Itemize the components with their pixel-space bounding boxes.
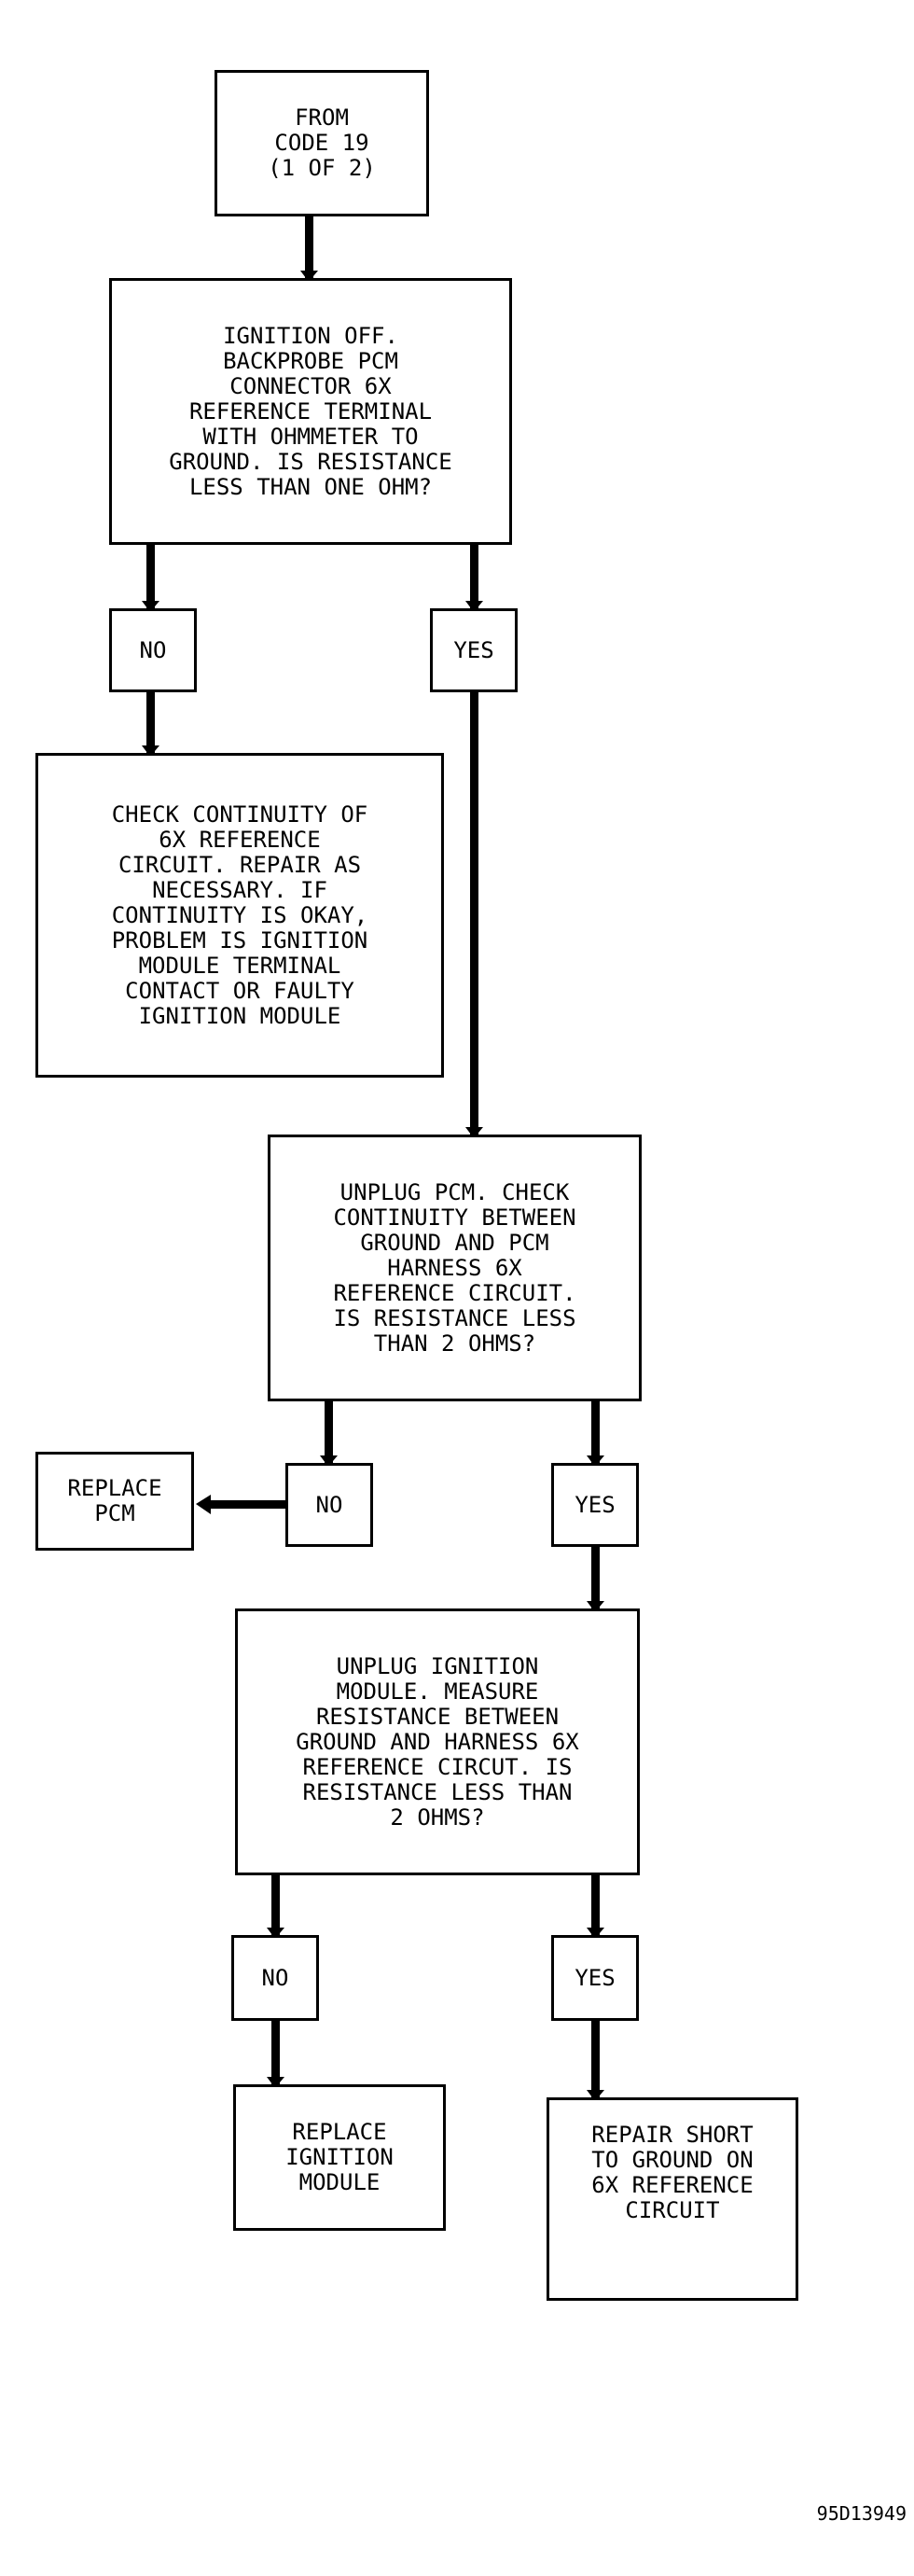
connector-q2-no2 <box>325 1399 333 1463</box>
connector-yes3-repair <box>591 2019 600 2097</box>
arrowhead-replace-module <box>267 2077 284 2088</box>
question-box-backprobe: IGNITION OFF. BACKPROBE PCM CONNECTOR 6X… <box>109 278 512 545</box>
action-box-check-continuity: CHECK CONTINUITY OF 6X REFERENCE CIRCUIT… <box>35 753 444 1078</box>
connector-no1-action <box>146 690 155 753</box>
action-box-replace-ignition-module: REPLACE IGNITION MODULE <box>233 2084 446 2231</box>
action-box-repair-short: REPAIR SHORT TO GROUND ON 6X REFERENCE C… <box>547 2097 798 2301</box>
connector-q1-yes1 <box>470 543 478 608</box>
start-box: FROM CODE 19 (1 OF 2) <box>215 70 429 216</box>
answer-no-2: NO <box>285 1463 373 1547</box>
answer-yes-2: YES <box>551 1463 639 1547</box>
answer-no-1: NO <box>109 608 197 692</box>
connector-start-q1 <box>305 215 313 278</box>
arrowhead-q3 <box>587 1601 604 1612</box>
figure-reference-number: 95D13949 <box>816 2502 907 2525</box>
answer-no-3: NO <box>231 1935 319 2021</box>
connector-no3-replace-module <box>271 2019 280 2084</box>
question-box-pcm-harness: UNPLUG PCM. CHECK CONTINUITY BETWEEN GRO… <box>268 1135 642 1401</box>
arrowhead-yes3 <box>587 1928 604 1939</box>
connector-q3-no3 <box>271 1873 280 1935</box>
connector-yes1-q2 <box>470 690 478 1135</box>
connector-q3-yes3 <box>591 1873 600 1935</box>
arrowhead-yes2 <box>587 1455 604 1467</box>
arrowhead-repair-short <box>587 2090 604 2101</box>
connector-q2-yes2 <box>591 1399 600 1463</box>
answer-yes-3: YES <box>551 1935 639 2021</box>
arrowhead-no2 <box>320 1455 338 1467</box>
arrowhead-q2 <box>465 1127 483 1138</box>
arrowhead-replace-pcm <box>196 1495 211 1514</box>
connector-q1-no1 <box>146 543 155 608</box>
arrowhead-q1 <box>300 271 318 282</box>
arrowhead-yes1 <box>465 601 483 612</box>
arrowhead-no3 <box>267 1928 284 1939</box>
connector-no2-replace-pcm <box>203 1500 287 1509</box>
answer-yes-1: YES <box>430 608 518 692</box>
connector-yes2-q3 <box>591 1545 600 1608</box>
arrowhead-no1 <box>142 601 159 612</box>
arrowhead-action-continuity <box>142 745 159 757</box>
question-box-ignition-module: UNPLUG IGNITION MODULE. MEASURE RESISTAN… <box>235 1608 640 1875</box>
action-box-replace-pcm: REPLACE PCM <box>35 1452 194 1551</box>
